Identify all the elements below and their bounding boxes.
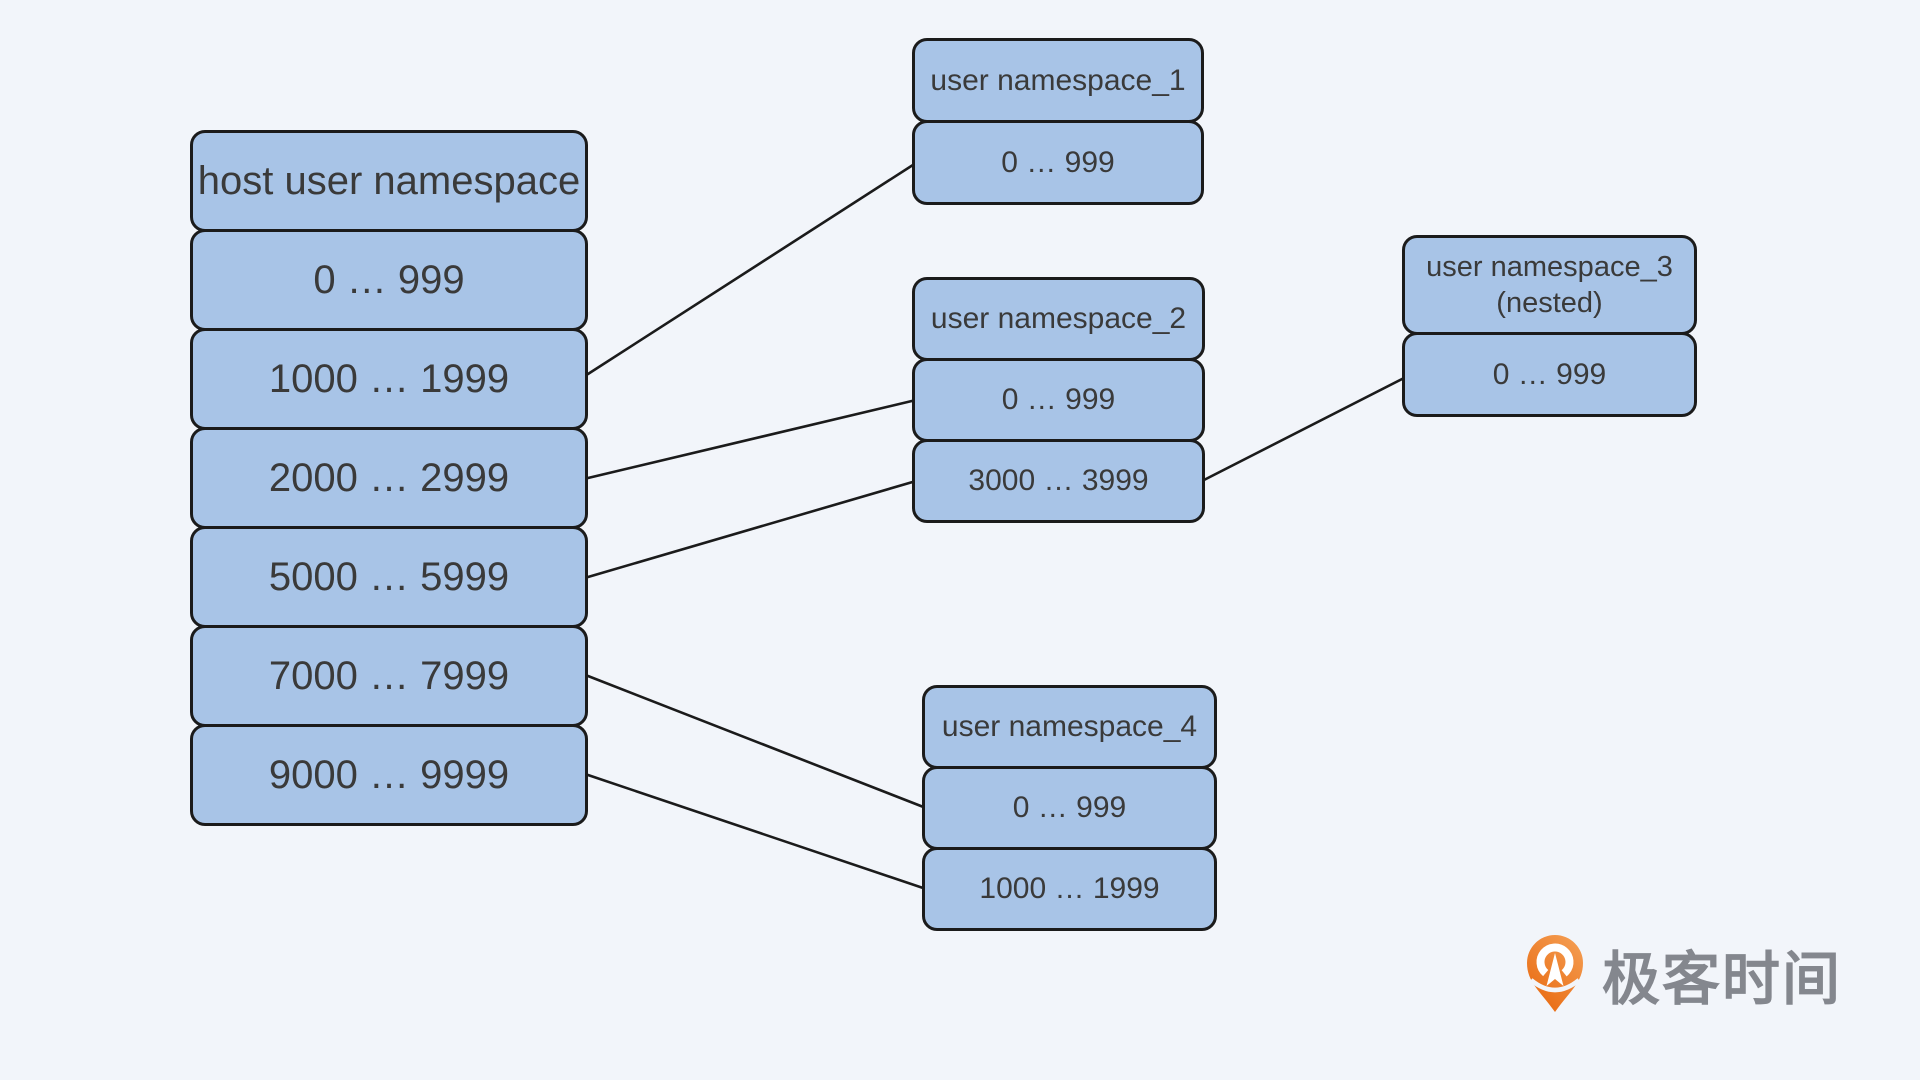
edge-ns2b-to-ns3: [1200, 375, 1408, 483]
user-namespace-2-box: user namespace_2 0 … 999 3000 … 3999: [912, 277, 1205, 523]
user-namespace-1-box: user namespace_1 0 … 999: [912, 38, 1204, 205]
edge-host2000-to-ns2a: [586, 398, 918, 480]
edge-host7000-to-ns4a: [586, 674, 928, 810]
host-namespace-box: host user namespace 0 … 999 1000 … 1999 …: [190, 130, 588, 826]
host-range-9000-9999: 9000 … 9999: [190, 724, 588, 826]
geektime-logo-text: 极客时间: [1602, 947, 1843, 1012]
host-range-5000-5999: 5000 … 5999: [190, 526, 588, 628]
user-namespace-3-title: user namespace_3 (nested): [1402, 235, 1697, 335]
edge-host1000-to-ns1: [586, 161, 918, 376]
user-namespace-2-range-3000-3999: 3000 … 3999: [912, 439, 1205, 523]
user-namespace-2-title: user namespace_2: [912, 277, 1205, 361]
host-range-7000-7999: 7000 … 7999: [190, 625, 588, 727]
geektime-pin-icon: [1527, 935, 1583, 1012]
user-namespace-3-range-0-999: 0 … 999: [1402, 332, 1697, 417]
user-namespace-3-box: user namespace_3 (nested) 0 … 999: [1402, 235, 1697, 417]
edge-host5000-to-ns2b: [586, 479, 918, 579]
host-namespace-title: host user namespace: [190, 130, 588, 232]
geektime-logo: 极客时间: [1524, 932, 1842, 1016]
host-range-2000-2999: 2000 … 2999: [190, 427, 588, 529]
host-range-0-999: 0 … 999: [190, 229, 588, 331]
user-namespace-3-title-line2: (nested): [1496, 287, 1603, 319]
user-namespace-1-range-0-999: 0 … 999: [912, 120, 1204, 205]
user-namespace-4-box: user namespace_4 0 … 999 1000 … 1999: [922, 685, 1217, 931]
user-namespace-1-title: user namespace_1: [912, 38, 1204, 123]
user-namespace-3-title-line1: user namespace_3: [1426, 250, 1673, 283]
user-namespace-2-range-0-999: 0 … 999: [912, 358, 1205, 442]
user-namespace-4-range-0-999: 0 … 999: [922, 766, 1217, 850]
edge-host9000-to-ns4b: [586, 773, 928, 891]
host-range-1000-1999: 1000 … 1999: [190, 328, 588, 430]
user-namespace-4-title: user namespace_4: [922, 685, 1217, 769]
user-namespace-4-range-1000-1999: 1000 … 1999: [922, 847, 1217, 931]
